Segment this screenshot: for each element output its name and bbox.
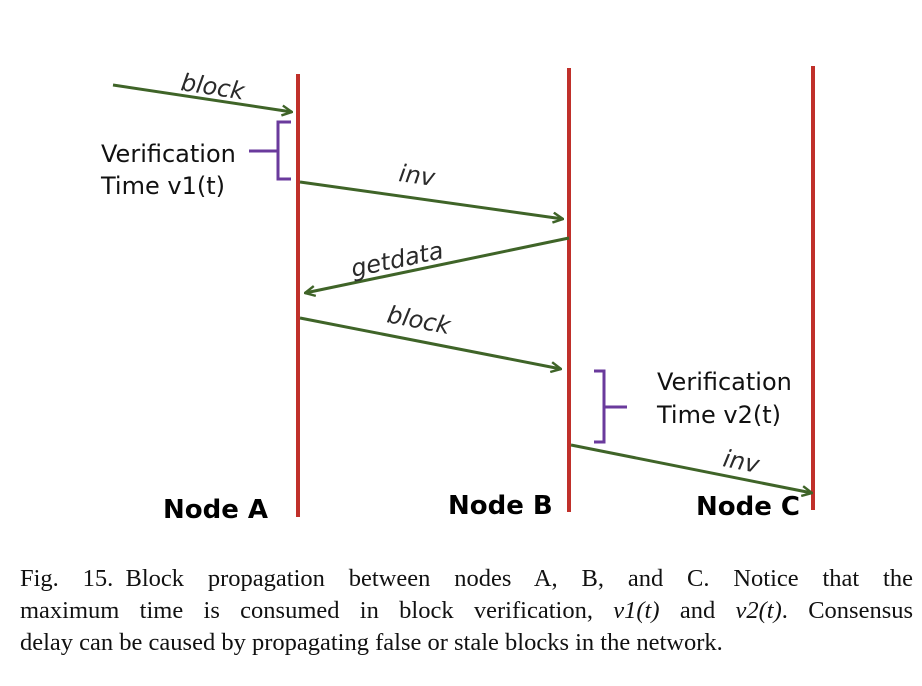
verification-label-v1-line2: Time v1(t) xyxy=(100,172,225,200)
message-label-getdata: getdata xyxy=(349,236,446,283)
arrow-inv-a-to-b xyxy=(299,180,563,219)
arrow-inv-b-to-c xyxy=(570,443,812,493)
caption-line-3: delay can be caused by propagating false… xyxy=(20,629,723,656)
message-label-block-2: block xyxy=(385,300,454,340)
verification-label-v2-line2: Time v2(t) xyxy=(656,401,781,429)
caption-line-2-end: . Consensus xyxy=(781,597,914,624)
message-label-inv-2: inv xyxy=(721,444,763,479)
caption-line-2-start: maximum time is consumed in block verifi… xyxy=(20,597,614,624)
arrow-getdata-b-to-a xyxy=(305,236,570,293)
message-label-block-incoming: block xyxy=(179,68,247,105)
figure-caption: Fig. 15. Block propagation between nodes… xyxy=(20,563,913,659)
caption-between: and xyxy=(659,597,736,624)
block-propagation-diagram: block inv getdata block inv Verification… xyxy=(100,66,815,525)
caption-math-v2: v2(t) xyxy=(735,597,782,624)
node-label-a: Node A xyxy=(163,495,268,525)
caption-math-v1: v1(t) xyxy=(613,597,660,624)
verification-label-v2-line1: Verification xyxy=(657,368,792,396)
verification-bracket-v2 xyxy=(594,369,627,444)
arrow-block-a-to-b xyxy=(299,316,561,369)
node-label-b: Node B xyxy=(448,491,553,521)
caption-line-1: Fig. 15. Block propagation between nodes… xyxy=(20,565,913,592)
node-label-c: Node C xyxy=(696,492,800,522)
message-label-inv-1: inv xyxy=(397,159,437,192)
arrow-block-to-a xyxy=(112,83,292,112)
verification-label-v1-line1: Verification xyxy=(101,140,236,168)
verification-bracket-v1 xyxy=(249,120,291,181)
caption-line-2: maximum time is consumed in block verifi… xyxy=(20,595,913,627)
